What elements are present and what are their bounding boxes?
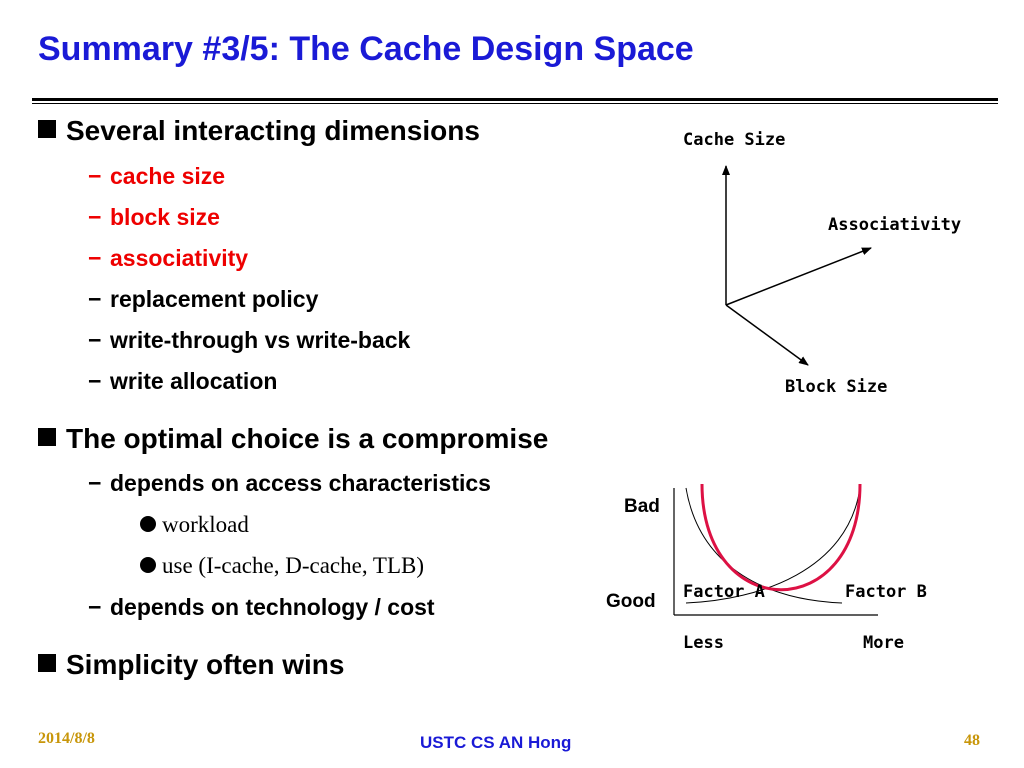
footer-date: 2014/8/8 (38, 730, 95, 747)
round-bullet-icon (140, 516, 156, 532)
sub-sub-bullet-text: use (I-cache, D-cache, TLB) (162, 553, 425, 578)
dash-icon: − (88, 163, 102, 189)
tradeoff-graph: Bad Good Factor A Factor B Less More (606, 483, 927, 653)
more-label: More (863, 633, 904, 653)
footer-author: USTC CS AN Hong (420, 733, 572, 752)
square-bullet-icon (38, 428, 56, 446)
bullet-text: Several interacting dimensions (66, 115, 480, 146)
factor-a-curve (685, 487, 843, 604)
dash-icon: − (88, 594, 102, 620)
sub-bullet-write-allocation: −write allocation (88, 368, 277, 395)
good-label: Good (606, 591, 656, 612)
bullet-several-dimensions: Several interacting dimensions (38, 115, 480, 147)
square-bullet-icon (38, 120, 56, 138)
dash-icon: − (88, 245, 102, 271)
sub-bullet-text: write-through vs write-back (110, 327, 411, 353)
dash-icon: − (88, 327, 102, 353)
page-number: 48 (964, 732, 980, 749)
sub-bullet-write-through: −write-through vs write-back (88, 327, 410, 354)
cache-size-label: Cache Size (683, 130, 785, 150)
factor-b-curve (685, 487, 861, 604)
bullet-simplicity: Simplicity often wins (38, 649, 344, 681)
block-size-axis (725, 304, 809, 366)
dash-icon: − (88, 368, 102, 394)
slide-title: Summary #3/5: The Cache Design Space (38, 30, 694, 68)
dash-icon: − (88, 286, 102, 312)
sub-bullet-text: associativity (110, 245, 249, 271)
bullet-optimal-choice: The optimal choice is a compromise (38, 423, 548, 455)
combined-curve (700, 483, 862, 592)
sub-bullet-text: replacement policy (110, 286, 319, 312)
bad-label: Bad (624, 496, 660, 517)
design-space-axes: Cache Size Associativity Block Size (683, 130, 961, 397)
bullet-text: Simplicity often wins (66, 649, 345, 680)
block-size-label: Block Size (785, 377, 887, 397)
sub-bullet-associativity: −associativity (88, 245, 248, 272)
sub-bullet-text: cache size (110, 163, 226, 189)
round-bullet-icon (140, 557, 156, 573)
associativity-axis (725, 247, 872, 306)
associativity-label: Associativity (828, 215, 961, 235)
sub-sub-bullet-workload: workload (140, 512, 249, 538)
sub-bullet-access-characteristics: −depends on access characteristics (88, 470, 491, 497)
dash-icon: − (88, 470, 102, 496)
sub-bullet-cache-size: −cache size (88, 163, 225, 190)
sub-bullet-block-size: −block size (88, 204, 220, 231)
less-label: Less (683, 633, 724, 653)
sub-bullet-text: write allocation (110, 368, 278, 394)
sub-bullet-text: block size (110, 204, 220, 230)
factor-b-label: Factor B (845, 582, 927, 602)
title-divider-thin (32, 103, 998, 104)
sub-sub-bullet-text: workload (162, 512, 249, 537)
title-divider (32, 98, 998, 101)
square-bullet-icon (38, 654, 56, 672)
sub-sub-bullet-use: use (I-cache, D-cache, TLB) (140, 553, 424, 579)
sub-bullet-replacement-policy: −replacement policy (88, 286, 318, 313)
bullet-text: The optimal choice is a compromise (66, 423, 549, 454)
sub-bullet-text: depends on technology / cost (110, 594, 435, 620)
sub-bullet-technology-cost: −depends on technology / cost (88, 594, 435, 621)
factor-a-label: Factor A (683, 582, 765, 602)
dash-icon: − (88, 204, 102, 230)
sub-bullet-text: depends on access characteristics (110, 470, 491, 496)
